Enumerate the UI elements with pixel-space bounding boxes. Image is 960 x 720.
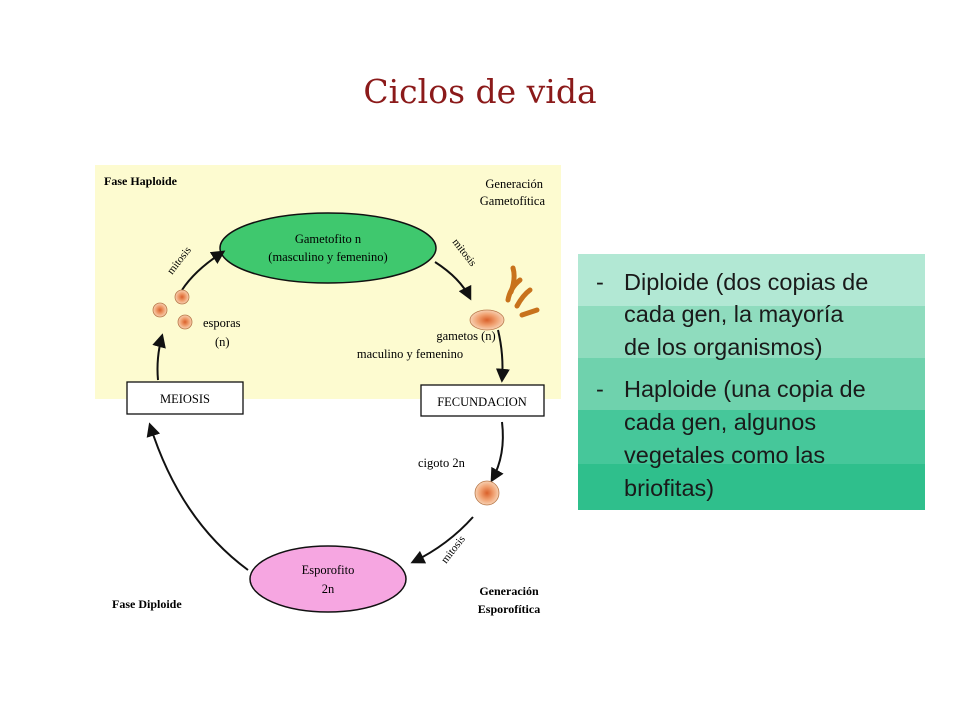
ovule-cell: [469, 309, 505, 331]
gametos-line2: maculino y femenino: [357, 347, 463, 361]
spore-cell-1: [174, 289, 190, 305]
panel-band: [578, 464, 925, 510]
generacion-esporofitica-line2: Esporofítica: [478, 602, 540, 616]
esporofito-line2: 2n: [322, 582, 335, 596]
esporofito-line1: Esporofito: [302, 563, 355, 577]
arrow-esporas-to-gametofito: [181, 250, 226, 291]
gametofito-line2: (masculino y femenino): [268, 250, 387, 264]
gametos-line1: gametos (n): [436, 329, 495, 343]
gametofito-line1: Gametofito n: [295, 232, 362, 246]
life-cycle-diagram: Fase Haploide Generación Gametofítica Ga…: [95, 165, 561, 616]
generacion-gametofitica-line1: Generación: [485, 177, 543, 191]
esporofito-ellipse: [249, 545, 407, 613]
cigoto-cell: [474, 480, 500, 506]
arrow-cigoto-to-esporofito: [410, 516, 474, 564]
arrow-fecundacion-to-cigoto: [490, 421, 504, 483]
meiosis-label: MEIOSIS: [160, 392, 210, 406]
gametofito-ellipse: [219, 212, 437, 284]
meiosis-box: [126, 381, 244, 415]
fecundacion-box: [420, 384, 545, 417]
definition-diploide-line1: -Diploide (dos copias de: [596, 266, 868, 299]
definition-haploide-line2: cada gen, algunos: [624, 409, 817, 435]
definitions-panel: -Diploide (dos copias de cada gen, la ma…: [578, 254, 925, 510]
definition-diploide-line2: cada gen, la mayoría: [624, 301, 844, 327]
panel-band: [578, 358, 925, 410]
definition-diploide-line3: de los organismos): [624, 334, 823, 360]
definition-haploide-line1: -Haploide (una copia de: [596, 373, 866, 406]
fase-diploide-label: Fase Diploide: [112, 597, 182, 611]
arrow-meiosis-to-esporas: [152, 333, 166, 381]
spore-cell-2: [152, 302, 168, 318]
bullet-dash: -: [596, 376, 604, 402]
esporas-line1: esporas: [203, 316, 241, 330]
fase-haploide-label: Fase Haploide: [104, 174, 178, 188]
fecundacion-label: FECUNDACION: [437, 395, 527, 409]
generacion-esporofitica-line1: Generación: [479, 584, 539, 598]
spore-cell-3: [177, 314, 193, 330]
bullet-dash: -: [596, 269, 604, 295]
arrow-gametos-to-fecundacion: [495, 329, 510, 383]
generacion-gametofitica-line2: Gametofítica: [480, 194, 546, 208]
arrow-esporofito-to-meiosis: [146, 422, 249, 571]
cigoto-label: cigoto 2n: [418, 456, 466, 470]
mitosis-bottom-label: mitosis: [439, 533, 468, 565]
esporas-line2: (n): [215, 335, 230, 349]
arrow-gametofito-to-gametos: [434, 261, 472, 301]
definition-haploide-line4: briofitas): [624, 475, 715, 501]
panel-band: [578, 254, 925, 306]
sperm-cells-icon: [505, 265, 540, 318]
page-title: Ciclos de vida: [363, 72, 597, 111]
panel-band: [578, 410, 925, 464]
definition-haploide-line3: vegetales como las: [624, 442, 826, 468]
panel-band: [578, 306, 925, 358]
